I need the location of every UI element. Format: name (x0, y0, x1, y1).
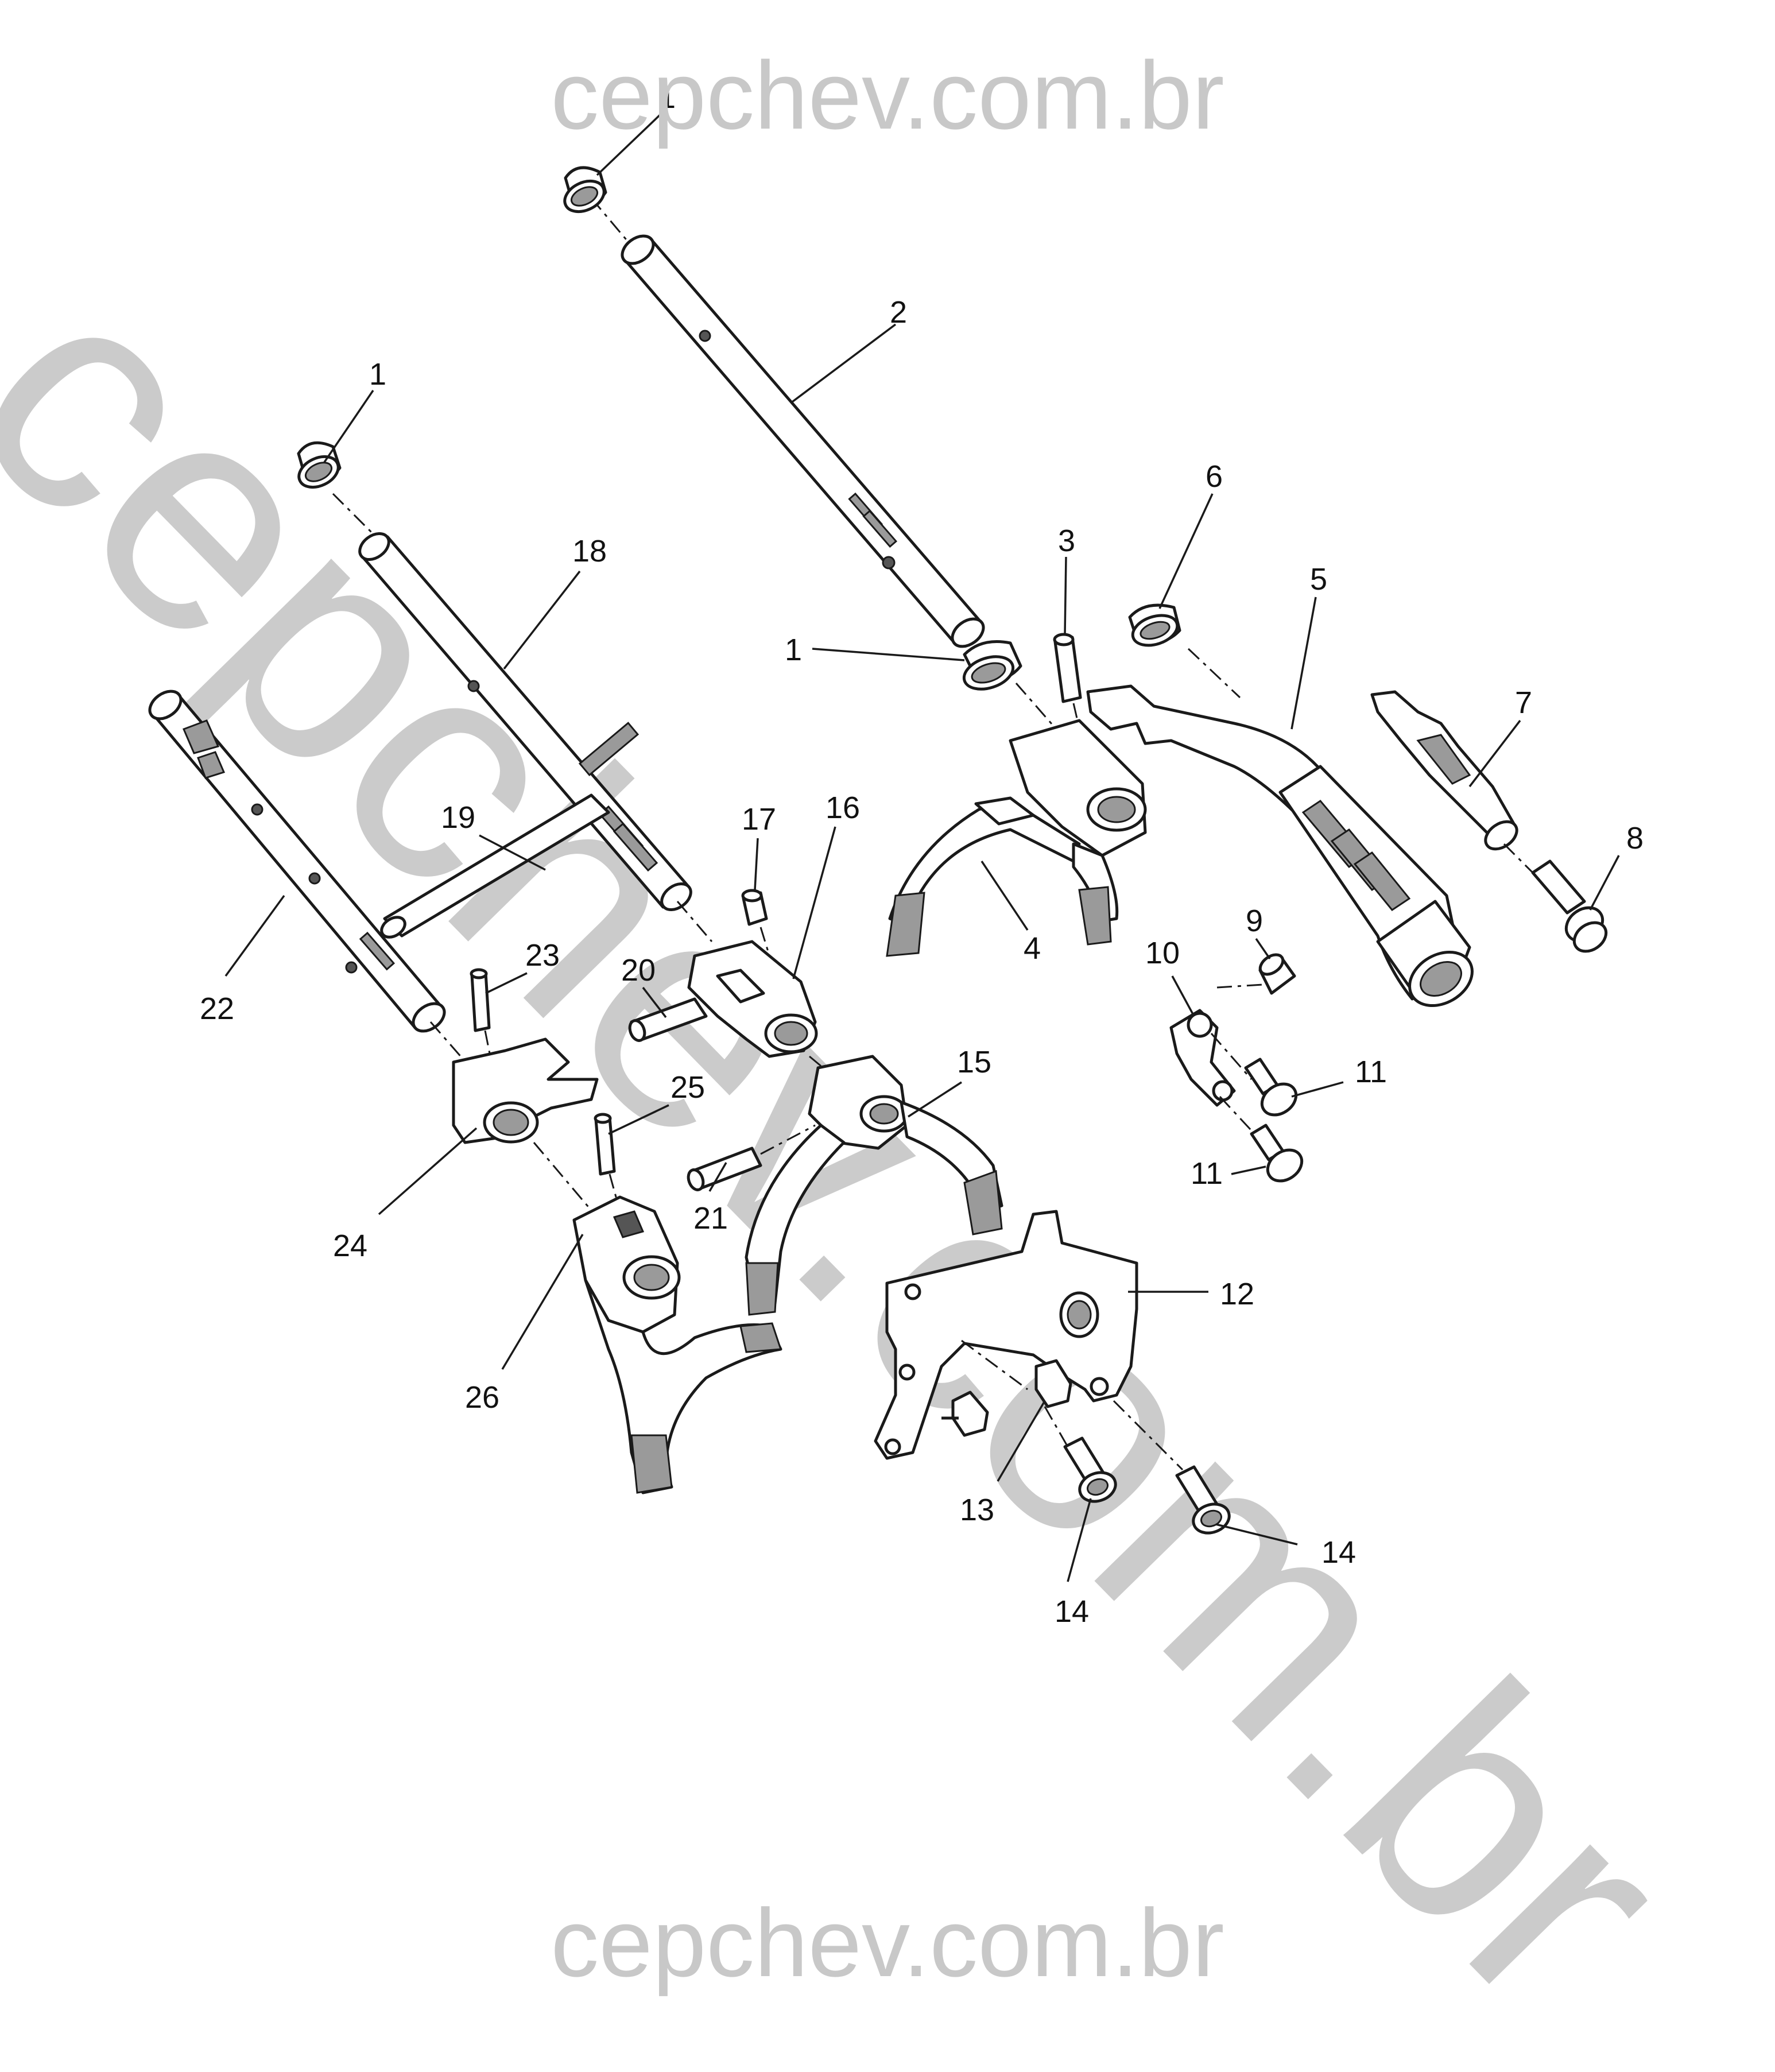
bushing-1-top (563, 166, 607, 214)
selector-arm-5 (1086, 684, 1474, 1008)
detent-assembly-7 (1370, 690, 1540, 880)
callout-11-upper: 11 (1355, 1055, 1387, 1089)
pin-17 (741, 889, 773, 965)
pin-20 (628, 997, 708, 1042)
callout-18: 18 (572, 534, 607, 568)
callout-13: 13 (960, 1493, 994, 1527)
callout-10: 10 (1145, 936, 1180, 970)
bolt-14-right (1175, 1465, 1231, 1535)
callout-3: 3 (1058, 524, 1075, 558)
callout-8: 8 (1626, 821, 1644, 855)
callout-2: 2 (890, 295, 907, 330)
callout-1-top: 1 (658, 80, 676, 115)
callout-25: 25 (671, 1070, 705, 1105)
shift-block-16 (687, 940, 844, 1086)
lever-10 (1169, 1009, 1236, 1107)
callout-16: 16 (826, 791, 860, 825)
callout-15: 15 (957, 1045, 991, 1079)
gate-plate-12 (874, 1210, 1184, 1471)
shift-block-24 (452, 1037, 599, 1218)
callout-26: 26 (465, 1380, 499, 1415)
callout-24: 24 (333, 1229, 367, 1263)
exploded-parts-drawing: 1 2 1 18 1 3 6 5 7 8 4 9 10 11 11 17 16 … (148, 80, 1644, 1629)
pin-3 (1053, 633, 1083, 741)
pad-13-right (1034, 1359, 1072, 1408)
ring-6 (1128, 603, 1241, 699)
callout-7: 7 (1515, 685, 1532, 720)
pad-13-left (941, 1391, 989, 1437)
shift-fork-26 (572, 1195, 782, 1494)
bolt-8 (1531, 859, 1608, 953)
shift-fork-4 (886, 719, 1147, 957)
bushing-1-left (297, 441, 380, 541)
callout-12: 12 (1220, 1277, 1254, 1311)
callout-14-center: 14 (1055, 1594, 1089, 1629)
leader-lines (224, 111, 1620, 1582)
watermark-top: cepchev.com.br (551, 41, 1224, 149)
bolt-11-lower (1219, 1095, 1304, 1183)
callout-1-left: 1 (369, 357, 386, 392)
bolt-14-center (1044, 1406, 1117, 1503)
callout-22: 22 (200, 992, 234, 1026)
callout-21: 21 (693, 1201, 728, 1236)
pin-23 (470, 968, 495, 1074)
callout-1-center: 1 (785, 633, 802, 667)
interlock-rod-19 (380, 793, 610, 939)
callout-14-right: 14 (1321, 1535, 1356, 1570)
pin-21 (687, 1124, 816, 1191)
callout-17: 17 (742, 802, 776, 836)
callout-9: 9 (1246, 904, 1263, 938)
callout-23: 23 (525, 938, 560, 973)
callout-labels: 1 2 1 18 1 3 6 5 7 8 4 9 10 11 11 17 16 … (200, 80, 1644, 1629)
bushing-1-center (962, 640, 1057, 730)
shift-rail-2 (590, 197, 985, 648)
callout-11-lower: 11 (1191, 1156, 1223, 1191)
bolt-11-upper (1210, 1033, 1298, 1117)
callout-6: 6 (1206, 459, 1223, 494)
pin-9 (1216, 953, 1296, 995)
watermark-bottom: cepchev.com.br (551, 1889, 1224, 1997)
callout-5: 5 (1310, 562, 1327, 597)
callout-19: 19 (441, 800, 475, 835)
shift-fork-15 (745, 1055, 1003, 1316)
callout-4: 4 (1024, 931, 1041, 966)
shift-rail-18 (358, 532, 713, 942)
shift-rail-22 (148, 690, 472, 1068)
diagram-canvas: cepchev.com.br (0, 41, 1737, 2072)
pin-25 (594, 1113, 621, 1212)
callout-20: 20 (621, 953, 656, 987)
